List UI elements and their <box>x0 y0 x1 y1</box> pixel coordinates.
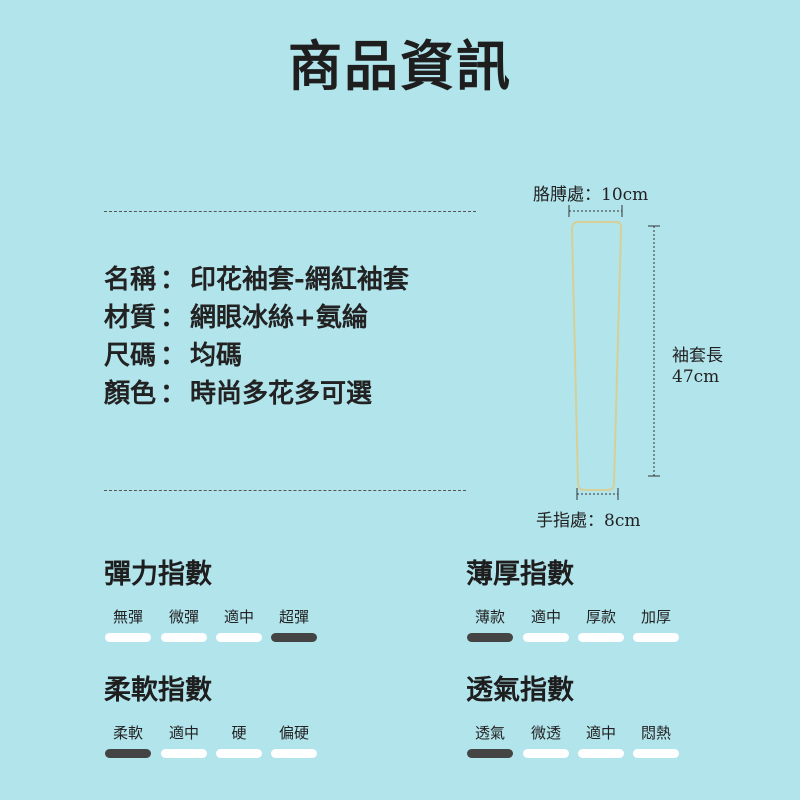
level-bar-active <box>105 749 151 758</box>
top-divider <box>104 211 476 212</box>
spec-row-name: 名稱：印花袖套-網紅袖套 <box>104 262 409 300</box>
level-bar <box>271 749 317 758</box>
index-title: 柔軟指數 <box>104 675 212 706</box>
level-label: 超彈 <box>278 608 309 626</box>
bottom-width-marker <box>576 488 619 500</box>
level-label: 適中 <box>223 608 254 626</box>
level-bar-active <box>467 633 513 642</box>
level-bar-active <box>271 633 317 642</box>
level-label: 薄款 <box>474 608 505 626</box>
level-bar <box>633 633 679 642</box>
sleeve-length-label: 袖套長 <box>672 346 723 366</box>
spec-value: 時尚多花多可選 <box>190 379 373 409</box>
level-option: 厚款 <box>577 607 625 642</box>
level-label: 加厚 <box>640 608 671 626</box>
spec-value: 網眼冰絲+氨綸 <box>190 303 368 333</box>
spec-value: 印花袖套-網紅袖套 <box>190 265 409 295</box>
spec-label: 顏色 <box>104 379 157 409</box>
level-label: 硬 <box>231 724 247 742</box>
level-label: 適中 <box>530 608 561 626</box>
level-label: 微彈 <box>168 608 199 626</box>
level-bar <box>633 749 679 758</box>
level-label: 偏硬 <box>278 724 309 742</box>
level-label: 無彈 <box>112 608 143 626</box>
elasticity-index: 彈力指數 無彈 微彈 適中 超彈 <box>104 552 317 647</box>
level-scale: 無彈 微彈 適中 超彈 <box>104 607 317 647</box>
breathability-index: 透氣指數 透氣 微透 適中 悶熱 <box>466 668 679 763</box>
index-title: 透氣指數 <box>466 675 574 706</box>
level-label: 厚款 <box>585 608 616 626</box>
level-scale: 透氣 微透 適中 悶熱 <box>466 723 679 763</box>
top-width-marker <box>568 205 623 217</box>
level-option: 透氣 <box>466 723 514 758</box>
finger-width-label: 手指處：8cm <box>536 511 641 531</box>
arm-width-label: 胳膊處：10cm <box>533 185 649 205</box>
index-title: 薄厚指數 <box>466 559 574 590</box>
level-bar-active <box>467 749 513 758</box>
level-option: 加厚 <box>632 607 680 642</box>
level-bar <box>216 633 262 642</box>
level-option: 適中 <box>577 723 625 758</box>
spec-separator: ： <box>160 379 187 409</box>
level-label: 悶熱 <box>640 724 671 742</box>
spec-label: 材質 <box>104 303 157 333</box>
level-bar <box>161 633 207 642</box>
level-option: 悶熱 <box>632 723 680 758</box>
sleeve-diagram-graphic <box>568 205 660 500</box>
softness-index: 柔軟指數 柔軟 適中 硬 偏硬 <box>104 668 317 763</box>
level-bar <box>161 749 207 758</box>
level-label: 柔軟 <box>112 724 143 742</box>
level-option: 微透 <box>522 723 570 758</box>
level-bar <box>523 749 569 758</box>
level-bar <box>578 749 624 758</box>
level-option: 適中 <box>215 607 263 642</box>
level-option: 微彈 <box>160 607 208 642</box>
spec-separator: ： <box>160 303 187 333</box>
spec-row-size: 尺碼：均碼 <box>104 338 409 376</box>
sleeve-length-value: 47cm <box>672 367 720 387</box>
level-option: 偏硬 <box>270 723 318 758</box>
length-marker <box>648 225 660 477</box>
spec-value: 均碼 <box>190 341 243 371</box>
level-bar <box>523 633 569 642</box>
level-option: 適中 <box>522 607 570 642</box>
spec-row-color: 顏色：時尚多花多可選 <box>104 376 409 414</box>
level-option: 柔軟 <box>104 723 152 758</box>
level-label: 適中 <box>585 724 616 742</box>
level-option: 無彈 <box>104 607 152 642</box>
spec-list: 名稱：印花袖套-網紅袖套 材質：網眼冰絲+氨綸 尺碼：均碼 顏色：時尚多花多可選 <box>104 262 409 414</box>
bottom-divider <box>104 490 466 491</box>
spec-row-material: 材質：網眼冰絲+氨綸 <box>104 300 409 338</box>
level-option: 超彈 <box>270 607 318 642</box>
index-title: 彈力指數 <box>104 559 212 590</box>
level-label: 微透 <box>530 724 561 742</box>
level-label: 透氣 <box>474 724 505 742</box>
level-option: 薄款 <box>466 607 514 642</box>
spec-separator: ： <box>160 265 187 295</box>
level-bar <box>216 749 262 758</box>
spec-label: 名稱 <box>104 265 157 295</box>
thickness-index: 薄厚指數 薄款 適中 厚款 加厚 <box>466 552 679 647</box>
spec-separator: ： <box>160 341 187 371</box>
level-scale: 柔軟 適中 硬 偏硬 <box>104 723 317 763</box>
level-scale: 薄款 適中 厚款 加厚 <box>466 607 679 647</box>
level-bar <box>578 633 624 642</box>
sleeve-outline <box>570 221 623 491</box>
level-option: 硬 <box>215 723 263 758</box>
spec-label: 尺碼 <box>104 341 157 371</box>
sleeve-diagram: 胳膊處：10cm 袖套長 47cm 手指處：8cm <box>533 185 723 531</box>
level-option: 適中 <box>160 723 208 758</box>
page-title: 商品資訊 <box>288 34 512 98</box>
level-label: 適中 <box>168 724 199 742</box>
level-bar <box>105 633 151 642</box>
